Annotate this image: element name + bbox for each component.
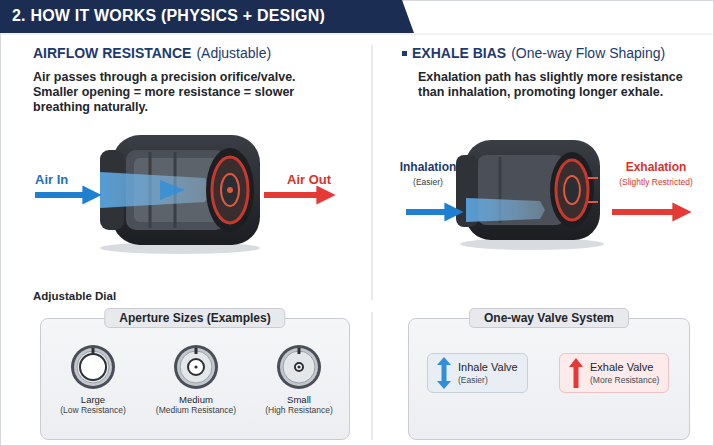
section-subheading: (Adjustable) <box>196 45 271 61</box>
aperture-dial: Medium(Medium Resistance) <box>144 343 248 415</box>
panel-box: One-way Valve SystemInhale Valve(Easier)… <box>408 318 690 440</box>
part-label: Adjustable Dial <box>33 290 116 302</box>
flow-note: (Easier) <box>413 177 443 187</box>
section-subheading: (One-way Flow Shaping) <box>511 45 665 61</box>
section-heading: EXHALE BIAS <box>412 45 506 61</box>
flow-label: Exhalation <box>626 160 687 174</box>
aperture-dial: Small(High Resistance) <box>247 343 351 415</box>
dial-size: Large <box>41 394 145 405</box>
dial-icon <box>275 343 323 391</box>
valve-arrow-icon <box>435 356 453 390</box>
aperture-dial: Large(Low Resistance) <box>41 343 145 415</box>
flow-label: Air Out <box>287 172 331 187</box>
panel-box: Aperture Sizes (Examples)Large(Low Resis… <box>40 318 350 440</box>
flow-label: Inhalation <box>400 160 457 174</box>
flow-note: (Slightly Restricted) <box>619 177 693 187</box>
dial-size: Medium <box>144 394 248 405</box>
valve-box: Inhale Valve (Easier) <box>427 353 528 393</box>
page-title: 2. HOW IT WORKS (PHYSICS + DESIGN) <box>12 7 325 25</box>
valve-note: (More Resistance) <box>590 375 659 385</box>
panel-heading: One-way Valve System <box>469 308 629 328</box>
dial-resistance: (Low Resistance) <box>41 405 145 415</box>
section-heading: AIRFLOW RESISTANCE <box>33 45 191 61</box>
valve-note: (Easier) <box>458 375 518 385</box>
valve-name: Exhale Valve <box>590 361 659 373</box>
dial-icon <box>69 343 117 391</box>
valve-arrow-icon <box>567 356 585 390</box>
dial-resistance: (Medium Resistance) <box>144 405 248 415</box>
dial-size: Small <box>247 394 351 405</box>
valve-name: Inhale Valve <box>458 361 518 373</box>
valve-box: Exhale Valve (More Resistance) <box>559 353 669 393</box>
body-text: Air passes through a precision orifice/v… <box>33 70 318 115</box>
body-text: Exhalation path has slightly more resist… <box>418 70 700 100</box>
panel-heading: Aperture Sizes (Examples) <box>104 308 285 328</box>
dial-resistance: (High Resistance) <box>247 405 351 415</box>
dial-icon <box>172 343 220 391</box>
flow-label: Air In <box>35 172 68 187</box>
